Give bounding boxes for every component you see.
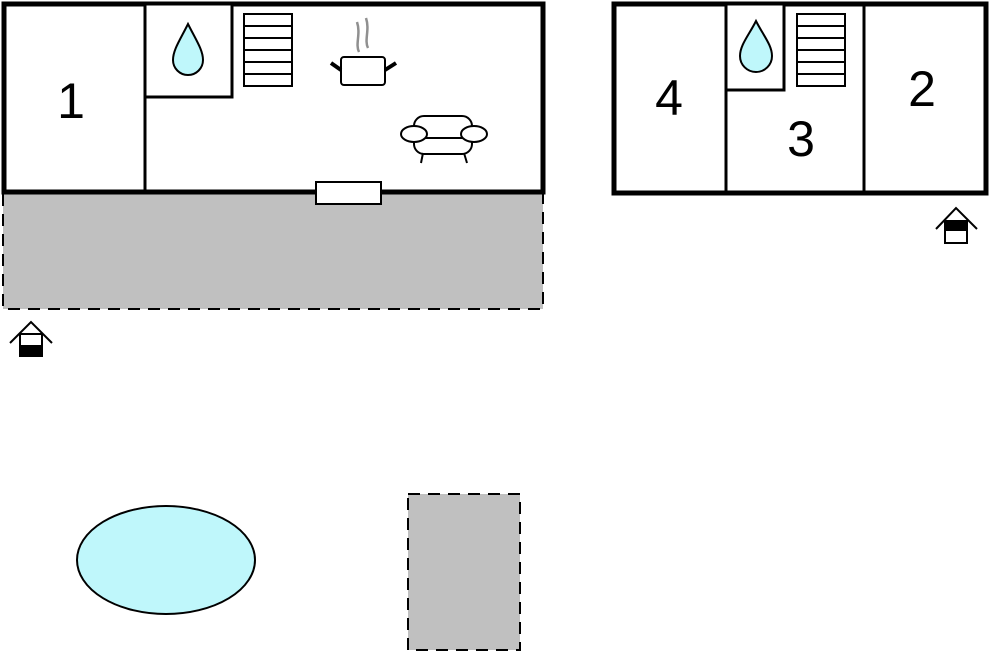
water-drop-icon xyxy=(738,18,774,73)
terrace-front xyxy=(2,191,544,310)
water-drop-icon xyxy=(171,21,205,76)
stairs-icon xyxy=(243,13,293,87)
room-label-2: 2 xyxy=(908,61,936,117)
room-label-4: 4 xyxy=(655,70,683,126)
entrance-icon xyxy=(935,206,978,244)
stairs-icon xyxy=(796,13,846,87)
entrance-icon xyxy=(9,320,53,357)
door xyxy=(315,181,382,205)
armchair-icon xyxy=(400,115,488,164)
building-left: 1 xyxy=(1,1,546,205)
building-right: 4 3 2 xyxy=(611,1,989,196)
room-label-1: 1 xyxy=(57,73,85,129)
room-label-3: 3 xyxy=(787,111,815,167)
building-right-outline xyxy=(611,1,989,196)
terrace-garden xyxy=(407,493,521,651)
pool xyxy=(76,505,256,615)
cooking-pot-icon xyxy=(329,17,398,86)
